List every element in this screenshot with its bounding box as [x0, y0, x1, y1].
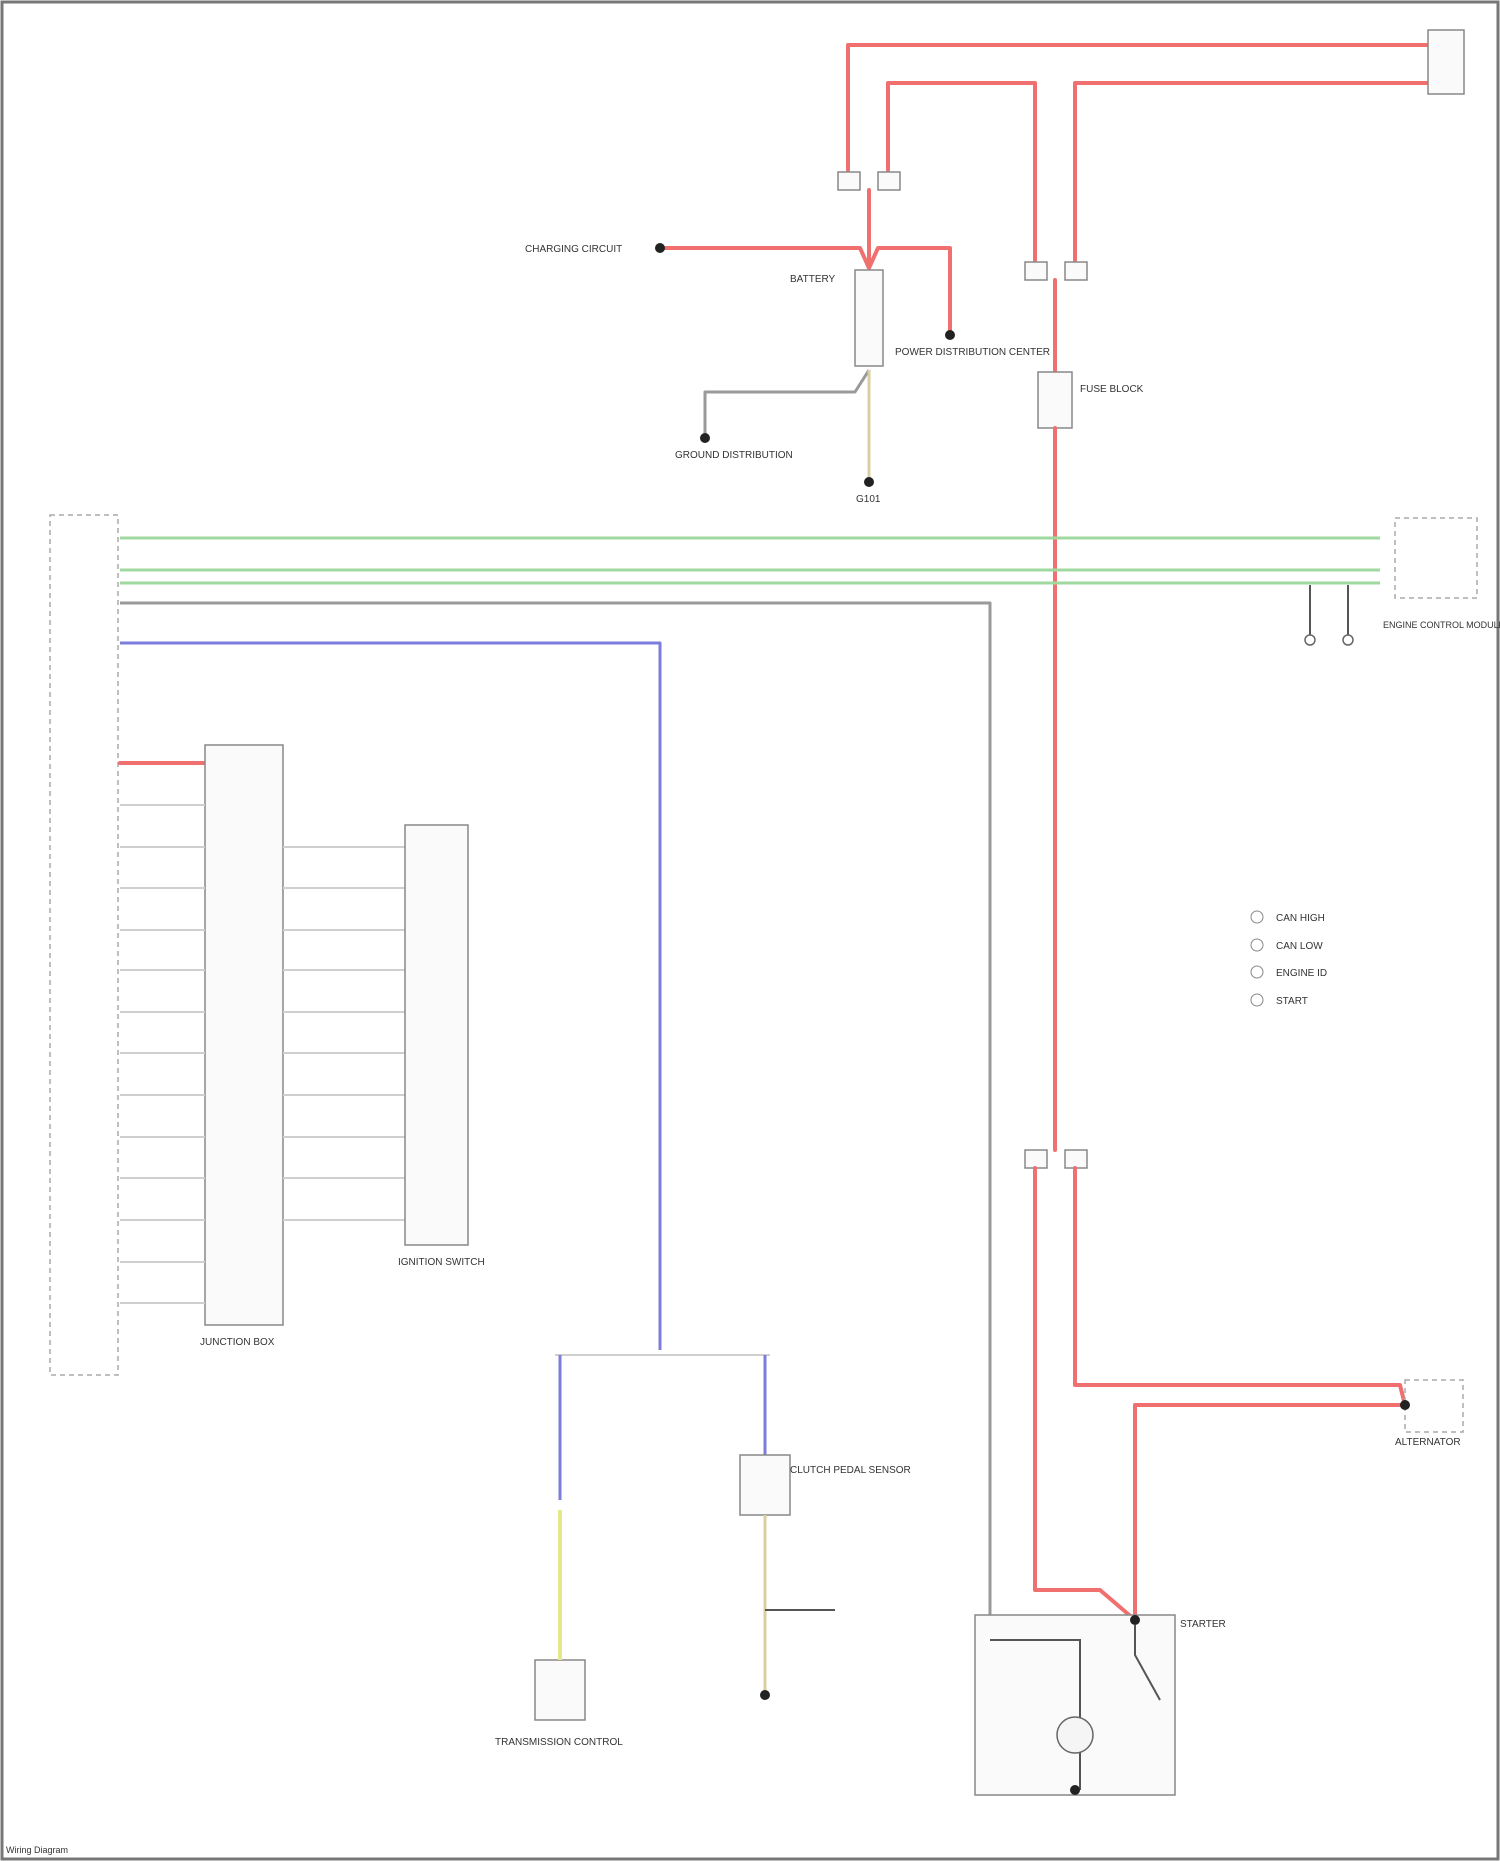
ground-symbol-1: [1305, 635, 1315, 645]
label-power-distribution: POWER DISTRIBUTION CENTER: [895, 347, 1050, 358]
connector-a: [838, 172, 860, 190]
label-alternator: ALTERNATOR: [1395, 1437, 1461, 1448]
transmission-control: [535, 1660, 585, 1720]
label-starter: STARTER: [1180, 1619, 1226, 1630]
label-charging: CHARGING CIRCUIT: [525, 244, 622, 255]
battery: [855, 270, 883, 366]
ignition-switch: [405, 825, 468, 1245]
legend-marker-1: [1251, 911, 1263, 923]
label-battery: BATTERY: [790, 274, 836, 285]
connector-b: [878, 172, 900, 190]
label-ground-g101: G101: [856, 494, 881, 505]
junction-box-top: [1428, 30, 1464, 94]
ground-node-1: [700, 433, 710, 443]
legend-item-1: CAN LOW: [1276, 941, 1323, 952]
connector-c: [1025, 262, 1047, 280]
legend-marker-4: [1251, 994, 1263, 1006]
starter-node: [1130, 1615, 1140, 1625]
legend-item-3: START: [1276, 996, 1308, 1007]
blue-wire-main: [120, 643, 660, 1350]
ground-symbol-2: [1343, 635, 1353, 645]
clutch-sensor: [740, 1455, 790, 1515]
pdc-node: [945, 330, 955, 340]
legend-marker-3: [1251, 966, 1263, 978]
charging-node: [655, 243, 665, 253]
connector-d: [1065, 262, 1087, 280]
connector-f: [1065, 1150, 1087, 1168]
legend-item-0: CAN HIGH: [1276, 913, 1325, 924]
red-wire-starter-2: [1135, 1405, 1405, 1620]
legend-item-2: ENGINE ID: [1276, 968, 1327, 979]
red-wire-alternator: [1075, 1168, 1405, 1405]
footer-text: Wiring Diagram: [6, 1845, 68, 1855]
label-fuse-block: FUSE BLOCK: [1080, 384, 1144, 395]
alternator: [1405, 1380, 1463, 1432]
label-junction-box: JUNCTION BOX: [200, 1337, 275, 1348]
junction-box: [205, 745, 283, 1325]
starter-motor: [1057, 1717, 1093, 1753]
engine-module-frame: [50, 515, 118, 1375]
connector-e: [1025, 1150, 1047, 1168]
label-transmission-control: TRANSMISSION CONTROL: [495, 1737, 623, 1748]
alternator-node: [1400, 1400, 1410, 1410]
legend-marker-2: [1251, 939, 1263, 951]
starter-ground-node: [1070, 1785, 1080, 1795]
ecm-right-frame: [1395, 518, 1477, 598]
red-wire-top-2: [888, 83, 1035, 260]
label-ecm: ENGINE CONTROL MODULE: [1383, 620, 1500, 630]
red-wire-starter-1: [1035, 1168, 1135, 1620]
label-clutch-sensor: CLUTCH PEDAL SENSOR: [790, 1465, 911, 1476]
label-ignition-switch: IGNITION SWITCH: [398, 1257, 485, 1268]
red-wire-charging: [660, 248, 950, 335]
label-grounding: GROUND DISTRIBUTION: [675, 450, 793, 461]
legend: CAN HIGH CAN LOW ENGINE ID START: [1251, 911, 1327, 1007]
starter: [975, 1615, 1175, 1795]
red-wire-top-1: [848, 45, 1432, 170]
clutch-ground-node: [760, 1690, 770, 1700]
gray-wire-ground: [705, 370, 869, 438]
fuse-block: [1038, 372, 1072, 428]
ground-node-2: [864, 477, 874, 487]
red-wire-top-3: [1075, 83, 1432, 260]
